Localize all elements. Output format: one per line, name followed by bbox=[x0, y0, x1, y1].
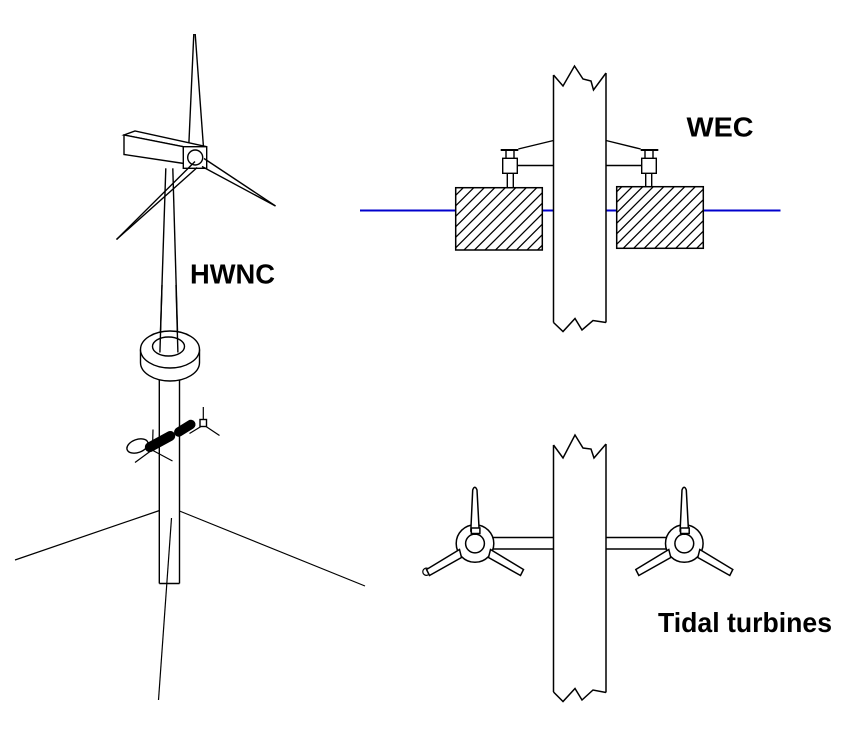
hub bbox=[464, 533, 486, 554]
break-line-top bbox=[552, 433, 607, 460]
right-hub bbox=[199, 418, 208, 428]
wec-column bbox=[552, 64, 607, 333]
left-rotor-blades bbox=[134, 429, 173, 463]
blade-up bbox=[679, 486, 690, 532]
blade-root bbox=[470, 527, 481, 535]
tower-through-torus bbox=[159, 284, 179, 353]
tidal-detail bbox=[425, 433, 734, 703]
wec-pto-right bbox=[605, 139, 659, 187]
wind-blade-top bbox=[188, 33, 205, 148]
tidal-turbines-label: Tidal turbines bbox=[658, 607, 832, 638]
tidal-turbine-right bbox=[634, 486, 734, 577]
turbine-duct-ring bbox=[126, 438, 149, 454]
right-nacelle bbox=[174, 419, 196, 437]
right-rotor-blades bbox=[189, 407, 220, 436]
tidal-turbine-left bbox=[425, 486, 525, 577]
blade-down-left bbox=[425, 548, 463, 577]
blade-down-right bbox=[696, 548, 734, 577]
blade-down-right bbox=[487, 548, 525, 577]
stray-mark bbox=[422, 567, 429, 576]
break-line-bottom bbox=[552, 687, 607, 703]
break-line-top bbox=[552, 64, 607, 92]
wec-label: WEC bbox=[687, 112, 754, 143]
wind-blade-right bbox=[201, 157, 276, 207]
wind-blade-left bbox=[116, 161, 198, 241]
tidal-strut-left bbox=[493, 536, 554, 550]
hwnc-platform bbox=[14, 33, 429, 701]
blade-root bbox=[679, 527, 690, 535]
wec-pto-left bbox=[500, 139, 554, 188]
blade-up bbox=[470, 486, 480, 532]
tidal-column bbox=[552, 433, 607, 703]
floating-torus bbox=[139, 330, 201, 382]
break-line-bottom bbox=[552, 317, 607, 333]
blade-down-left bbox=[634, 548, 672, 577]
nacelle bbox=[121, 130, 207, 165]
small-tidal-turbines bbox=[126, 407, 220, 463]
wec-detail bbox=[360, 64, 781, 333]
mooring-line-center bbox=[157, 517, 173, 701]
mooring-line-left bbox=[14, 509, 160, 561]
mooring-lines bbox=[14, 509, 429, 701]
wec-float-right bbox=[615, 185, 705, 250]
hwnc-label: HWNC bbox=[190, 259, 275, 290]
mooring-line-right bbox=[179, 510, 366, 587]
hub bbox=[674, 533, 695, 554]
tidal-strut-right bbox=[606, 536, 666, 550]
spar-column bbox=[158, 379, 181, 585]
wec-float-left bbox=[454, 186, 544, 251]
hub-nose bbox=[186, 149, 204, 166]
torus-hole bbox=[151, 336, 186, 357]
